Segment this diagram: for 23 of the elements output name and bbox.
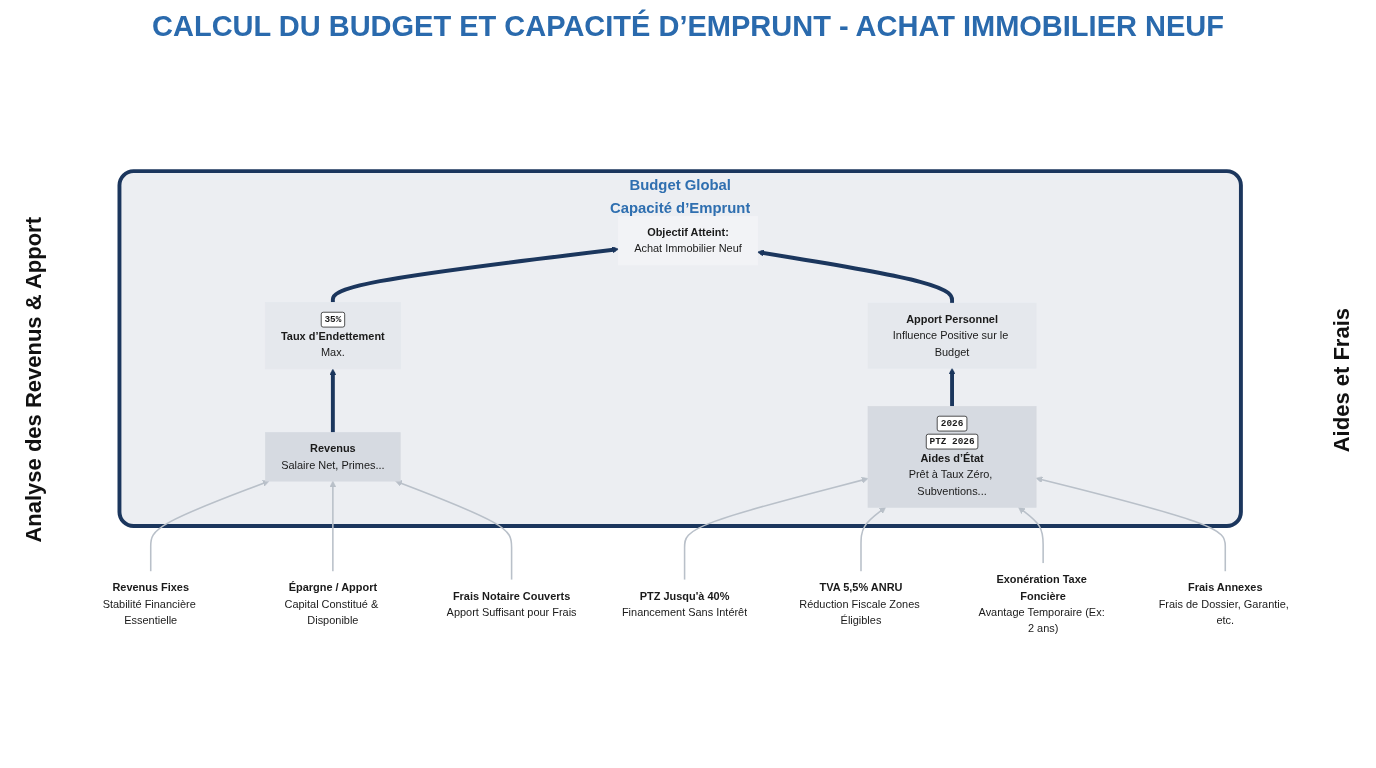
arrow (149, 480, 270, 573)
node-text: PTZ Jusqu'à 40% Financement Sans Intérêt (621, 589, 748, 619)
node-text: Exonération Taxe Foncière Avantage Temporaire (Ex: 2 ans) (978, 572, 1105, 635)
node-text: Revenus Fixes Stabilité Financière Essentielle (102, 581, 196, 627)
column-heading: Aides et Frais (1329, 307, 1355, 453)
arrow (329, 480, 337, 573)
column-heading: Analyse des Revenus & Apport (21, 217, 47, 543)
node-text: Épargne / Apport Capital Constitué & Disponible (284, 581, 379, 627)
node-box: Revenus Salaire Net, Primes... (265, 432, 401, 482)
node-box: 35% Taux d’Endettement Max. (264, 302, 401, 370)
node-box: Objectif Atteint: Achat Immobilier Neuf (618, 216, 758, 266)
arrow (1018, 506, 1044, 565)
node-box: Apport Personnel Influence Positive sur le Budget (867, 302, 1037, 369)
arrow (860, 506, 886, 573)
arrow (683, 476, 869, 581)
node-box: 2026 PTZ 2026 Aides d’État Prêt à Taux Zéro, Subventions... (867, 406, 1037, 508)
arrow (395, 480, 513, 581)
arrow (329, 368, 337, 433)
node-text: TVA 5,5% ANRU Réduction Fiscale Zones Éligibles (799, 581, 920, 627)
node-text: Frais Annexes Frais de Dossier, Garantie, etc. (1158, 581, 1289, 627)
node-text: Frais Notaire Couverts Apport Suffisant pour Frais (446, 589, 577, 619)
arrow (1035, 476, 1227, 573)
title: CALCUL DU BUDGET ET CAPACITÉ D’EMPRUNT - ACHAT IMMOBILIER NEUF (152, 10, 1224, 43)
